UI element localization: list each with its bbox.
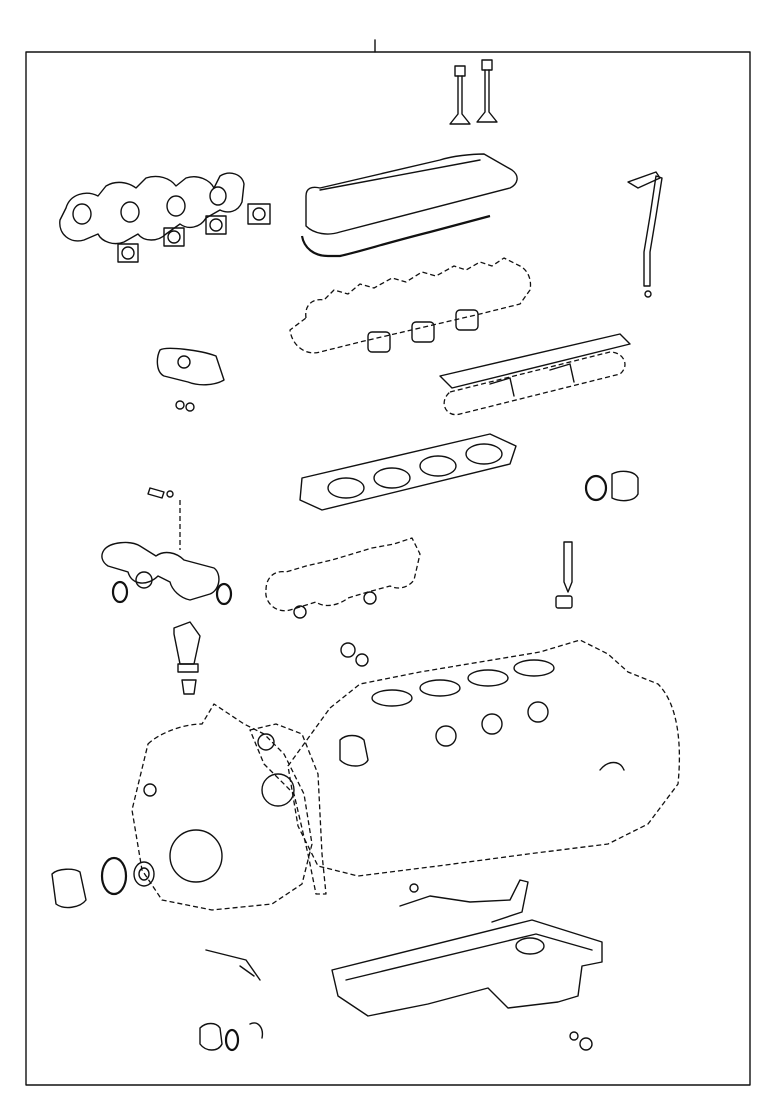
- exhaust-manifold[interactable]: [60, 173, 244, 243]
- kit-frame: [26, 52, 750, 1085]
- intake-manifold-gasket[interactable]: [440, 334, 630, 415]
- oil-strainer[interactable]: [400, 880, 544, 954]
- valve-cover-gasket[interactable]: [302, 216, 490, 256]
- timing-cover-gasket[interactable]: [250, 724, 326, 894]
- water-outlet[interactable]: [157, 348, 224, 411]
- oil-pan-drain-plug[interactable]: [570, 1032, 592, 1050]
- cylinder-head[interactable]: [290, 258, 531, 353]
- cylinder-block[interactable]: [288, 640, 679, 876]
- oil-level-gauge-guide[interactable]: [628, 172, 662, 297]
- water-bypass-pipe[interactable]: [266, 538, 420, 618]
- camshaft-seal[interactable]: [586, 471, 638, 500]
- water-inlet-housing[interactable]: [102, 488, 231, 604]
- oil-seal-retainer[interactable]: [200, 950, 262, 1050]
- thermostat-housing[interactable]: [174, 622, 200, 694]
- valve-cover[interactable]: [306, 154, 517, 234]
- exhaust-valve[interactable]: [477, 60, 497, 122]
- oil-pan[interactable]: [332, 920, 602, 1016]
- manifold-gasket[interactable]: [118, 204, 270, 262]
- intake-valve[interactable]: [450, 66, 470, 124]
- crankshaft-front-seal[interactable]: [52, 858, 154, 907]
- oil-filter-union[interactable]: [556, 542, 572, 608]
- drain-plug[interactable]: [341, 643, 368, 666]
- cylinder-head-gasket[interactable]: [300, 434, 516, 510]
- timing-gear-cover[interactable]: [132, 704, 312, 910]
